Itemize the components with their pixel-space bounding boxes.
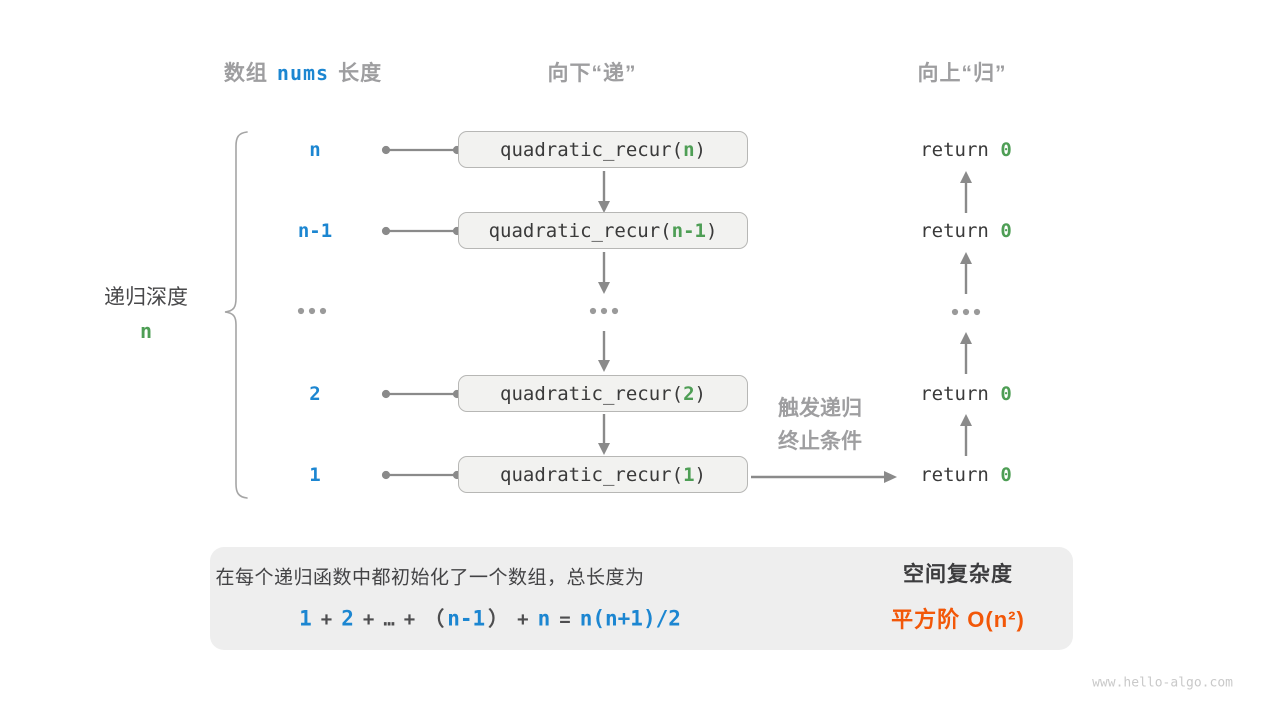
header-array-text: 数组 xyxy=(223,62,268,85)
ellipsis-dots xyxy=(297,307,981,316)
call-text: quadratic_recur( xyxy=(500,463,684,486)
call-text: quadratic_recur( xyxy=(500,382,684,405)
call-close: ) xyxy=(694,138,706,161)
call-arg: n-1 xyxy=(671,219,706,242)
call-text: quadratic_recur( xyxy=(500,138,684,161)
down-arrows xyxy=(598,171,610,455)
return-keyword: return xyxy=(920,383,1001,405)
call-box-1: quadratic_recur(1) xyxy=(458,456,748,493)
formula-op: = xyxy=(559,608,571,631)
call-close: ) xyxy=(694,463,706,486)
formula-result: n(n+1)/2 xyxy=(579,606,681,631)
call-close: ) xyxy=(705,219,718,242)
formula-term: n xyxy=(537,606,551,631)
watermark: www.hello-algo.com xyxy=(1092,675,1233,691)
call-box-n-1: quadratic_recur(n-1) xyxy=(458,212,748,249)
return-label-3: return 0 xyxy=(920,383,1012,405)
summary-text: 在每个递归函数中都初始化了一个数组，总长度为 xyxy=(215,567,645,589)
return-value: 0 xyxy=(1000,139,1012,161)
connector-lines xyxy=(381,145,462,480)
formula-op: + xyxy=(517,608,529,631)
call-arg: 1 xyxy=(683,463,695,486)
base-case-arrow xyxy=(751,471,897,483)
return-value: 0 xyxy=(1000,383,1012,405)
base-case-label: 触发递归 终止条件 xyxy=(778,392,862,458)
column-header-array-length: 数组 nums 长度 xyxy=(224,57,382,87)
formula-term: n-1 xyxy=(447,606,486,631)
length-label-n-1: n-1 xyxy=(297,220,333,242)
call-box-2: quadratic_recur(2) xyxy=(458,375,748,412)
brace xyxy=(224,131,248,499)
return-keyword: return xyxy=(920,139,1001,161)
column-header-return: 向上“归” xyxy=(918,57,1007,87)
length-label-2: 2 xyxy=(309,383,321,405)
call-text: quadratic_recur( xyxy=(488,219,672,242)
formula-op: + xyxy=(362,608,375,631)
space-complexity-title: 空间复杂度 xyxy=(903,563,1013,586)
formula: 1 + 2 + … + （ n-1 ） + n = n(n+1)/2 xyxy=(299,603,681,632)
summary-panel xyxy=(210,547,1073,650)
base-case-line1: 触发递归 xyxy=(778,397,862,420)
call-box-n: quadratic_recur(n) xyxy=(458,131,748,168)
column-header-recurse: 向下“递” xyxy=(548,57,637,87)
length-label-1: 1 xyxy=(309,464,321,486)
header-return-text: 向上“归” xyxy=(917,62,1007,85)
up-arrows xyxy=(960,171,972,456)
call-arg: n xyxy=(683,138,695,161)
formula-term: 1 xyxy=(299,606,312,631)
base-case-line2: 终止条件 xyxy=(778,430,862,453)
recursion-depth-value: n xyxy=(139,319,153,343)
formula-op: + xyxy=(320,608,333,631)
return-keyword: return xyxy=(920,464,1001,486)
space-complexity-value: 平方阶 O(n²) xyxy=(891,607,1025,632)
return-label-2: return 0 xyxy=(920,220,1012,242)
return-value: 0 xyxy=(1000,464,1012,486)
formula-term: 2 xyxy=(341,606,354,631)
return-keyword: return xyxy=(920,220,1001,242)
call-close: ) xyxy=(694,382,706,405)
header-length-text: 长度 xyxy=(338,62,383,85)
header-recurse-text: 向下“递” xyxy=(547,62,637,85)
recursion-depth-label: 递归深度 xyxy=(104,286,188,309)
return-label-1: return 0 xyxy=(920,139,1012,161)
length-label-n: n xyxy=(309,139,321,161)
return-value: 0 xyxy=(1000,220,1012,242)
return-label-4: return 0 xyxy=(920,464,1012,486)
header-nums-code: nums xyxy=(276,61,330,85)
call-arg: 2 xyxy=(683,382,695,405)
formula-ellipsis: … xyxy=(383,608,395,631)
formula-op: + xyxy=(403,608,416,631)
formula-paren: （ xyxy=(424,608,445,631)
formula-paren: ） xyxy=(488,608,509,631)
